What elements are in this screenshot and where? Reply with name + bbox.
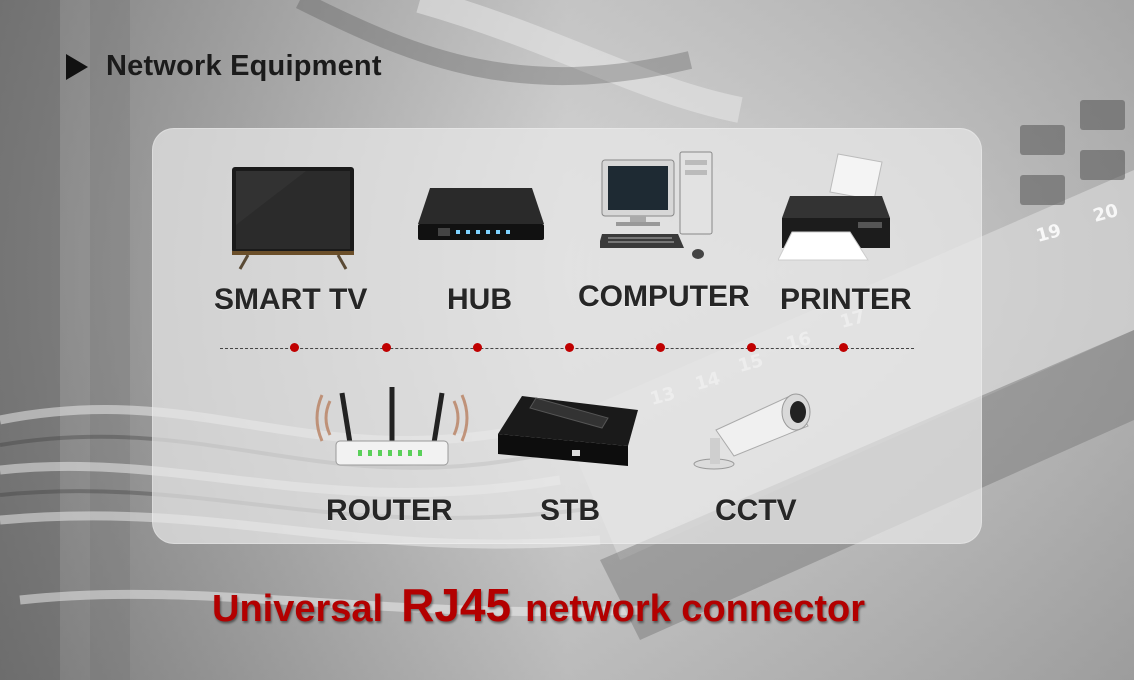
- divider-dot: [382, 343, 391, 352]
- label-stb: STB: [540, 494, 600, 527]
- set-top-box-icon: [498, 396, 638, 466]
- slogan: Universal RJ45 network connector: [212, 578, 865, 632]
- label-smart-tv: SMART TV: [214, 283, 368, 316]
- divider-dot: [839, 343, 848, 352]
- divider-dot: [290, 343, 299, 352]
- router-icon: [315, 387, 469, 466]
- divider-dot: [473, 343, 482, 352]
- divider-dot: [747, 343, 756, 352]
- label-hub: HUB: [447, 283, 512, 316]
- hub-icon: [418, 188, 544, 240]
- label-printer: PRINTER: [780, 283, 912, 316]
- header: Network Equipment: [66, 50, 382, 83]
- slogan-universal: Universal: [212, 588, 384, 630]
- cctv-camera-icon: [693, 393, 811, 470]
- page-title: Network Equipment: [106, 50, 382, 82]
- printer-icon: [778, 153, 890, 261]
- slogan-rj45: RJ45: [401, 579, 512, 631]
- slogan-network-connector: network connector: [525, 588, 866, 630]
- divider-dot: [565, 343, 574, 352]
- label-cctv: CCTV: [715, 494, 797, 527]
- label-router: ROUTER: [326, 494, 453, 527]
- label-computer: COMPUTER: [578, 280, 750, 313]
- play-triangle-icon: [66, 53, 88, 80]
- smart-tv-icon: [232, 167, 354, 270]
- divider-dot: [656, 343, 665, 352]
- computer-icon: [600, 151, 713, 259]
